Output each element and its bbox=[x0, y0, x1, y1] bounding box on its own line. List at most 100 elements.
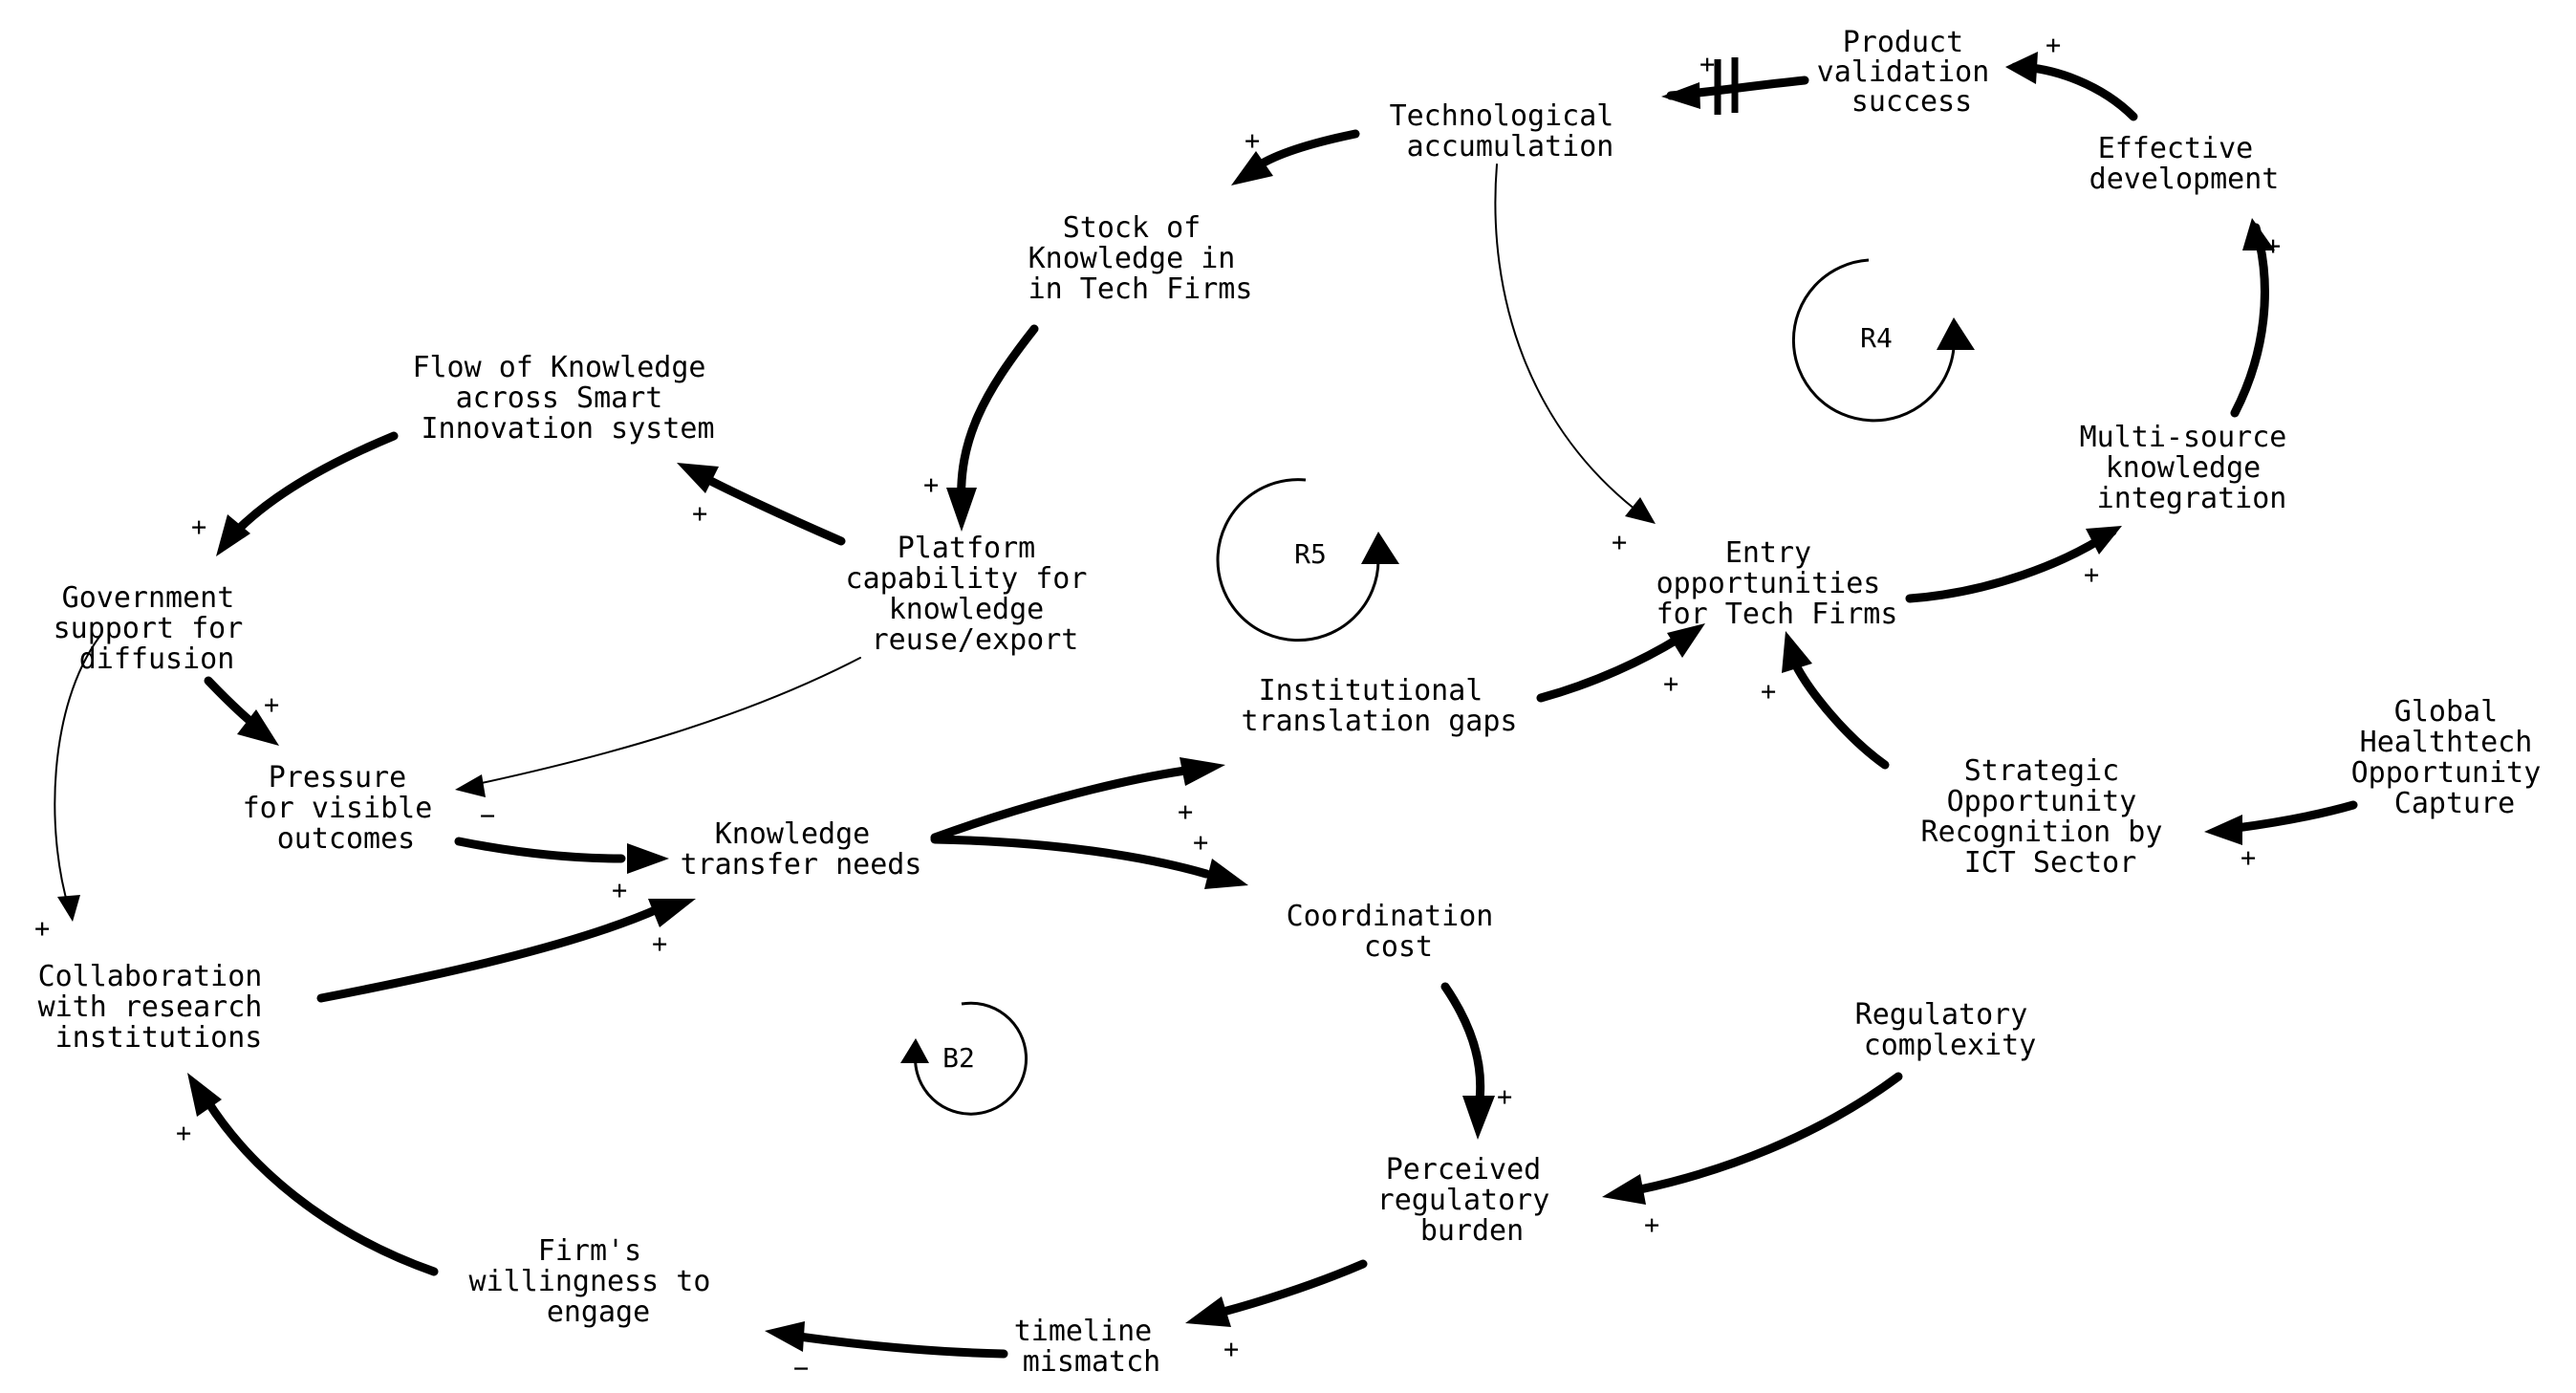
arrowhead bbox=[677, 463, 719, 493]
node-technological-accumulation: Technological accumulation bbox=[1390, 99, 1632, 163]
link-strategic-opportunity-to-entry-opportunities bbox=[1788, 655, 1890, 770]
arrowhead bbox=[1625, 497, 1656, 524]
node-knowledge-transfer-needs: Knowledge transfer needs bbox=[681, 817, 922, 882]
arrowhead bbox=[648, 899, 696, 927]
polarity-sign: + bbox=[176, 1119, 191, 1148]
arrowhead bbox=[2242, 218, 2275, 250]
link-regulatory-complexity-to-perceived-burden bbox=[1635, 1072, 1903, 1194]
arrowhead bbox=[946, 488, 977, 532]
arrowhead bbox=[1180, 757, 1225, 786]
node-effective-development: Effective development bbox=[2089, 132, 2280, 196]
arrowhead bbox=[1782, 631, 1812, 673]
loop-label-r5: R5 bbox=[1294, 538, 1327, 570]
link-platform-capability-to-pressure bbox=[467, 657, 861, 787]
polarity-sign: − bbox=[793, 1354, 809, 1383]
link-pressure-to-knowledge-transfer bbox=[454, 837, 626, 863]
arrowhead bbox=[216, 514, 250, 556]
loop-label-b2: B2 bbox=[942, 1042, 975, 1074]
loop-label-r4: R4 bbox=[1860, 322, 1893, 354]
polarity-sign: + bbox=[923, 470, 939, 500]
arrowhead bbox=[187, 1073, 222, 1117]
polarity-sign: + bbox=[34, 914, 50, 944]
link-perceived-burden-to-timeline-mismatch bbox=[1219, 1259, 1368, 1317]
link-global-healthtech-to-strategic-opportunity bbox=[2232, 800, 2358, 833]
polarity-sign: + bbox=[1699, 50, 1715, 79]
node-perceived-regulatory-burden: Perceived regulatory burden bbox=[1377, 1153, 1568, 1248]
arrowhead bbox=[1462, 1096, 1495, 1140]
node-institutional-translation-gaps: Institutional translation gaps bbox=[1242, 674, 1518, 738]
polarity-sign: + bbox=[2046, 31, 2061, 60]
polarity-sign: + bbox=[1761, 677, 1776, 707]
node-stock-of-knowledge: Stock of Knowledge in in Tech Firms bbox=[1028, 211, 1253, 306]
link-institutional-gaps-to-entry-opportunities bbox=[1536, 634, 1683, 703]
arrowhead bbox=[57, 895, 80, 922]
polarity-sign: + bbox=[1245, 126, 1260, 156]
polarity-sign: + bbox=[692, 499, 707, 529]
arrowhead bbox=[2204, 815, 2242, 845]
arrowhead bbox=[1667, 623, 1705, 658]
node-timeline-mismatch: timeline mismatch bbox=[1014, 1315, 1170, 1379]
polarity-signs: + + + + + + + + − + + + + + + + + + + + … bbox=[34, 31, 2281, 1383]
arrowhead bbox=[627, 843, 669, 874]
link-flow-of-knowledge-to-government-support bbox=[221, 431, 399, 548]
polarity-sign: + bbox=[191, 512, 206, 542]
link-knowledge-transfer-to-coordination-cost bbox=[930, 835, 1211, 879]
polarity-sign: + bbox=[264, 690, 279, 720]
node-platform-capability: Platform capability for knowledge reuse/… bbox=[846, 532, 1105, 657]
loop-arrowhead bbox=[1937, 317, 1975, 350]
node-collaboration-with-research-institutions: Collaboration with research institutions bbox=[38, 960, 280, 1055]
loop-arrowhead bbox=[900, 1038, 929, 1063]
arrowhead bbox=[1661, 82, 1700, 109]
loop-arrowhead bbox=[1361, 532, 1399, 564]
loop-b2: B2 bbox=[900, 1001, 1028, 1116]
polarity-sign: + bbox=[612, 876, 627, 905]
link-multi-source-to-effective-development bbox=[2230, 223, 2269, 418]
link-technological-accumulation-to-stock-of-knowledge bbox=[1247, 129, 1360, 175]
node-pressure-for-visible-outcomes: Pressure for visible outcomes bbox=[243, 761, 450, 856]
node-entry-opportunities: Entry opportunities for Tech Firms bbox=[1656, 536, 1898, 631]
arrowhead bbox=[2005, 52, 2038, 84]
arrowhead bbox=[1231, 151, 1273, 185]
loop-ring bbox=[1791, 258, 1956, 423]
polarity-sign: + bbox=[1644, 1210, 1659, 1240]
loop-r5: R5 bbox=[1216, 478, 1399, 642]
node-multi-source-knowledge-integration: Multi-source knowledge integration bbox=[2080, 421, 2305, 515]
arrowhead bbox=[765, 1321, 805, 1352]
node-flow-of-knowledge: Flow of Knowledge across Smart Innovatio… bbox=[412, 351, 723, 446]
link-willingness-to-collaboration bbox=[202, 1095, 439, 1276]
arrowhead bbox=[2086, 526, 2122, 555]
loop-ring bbox=[914, 1001, 1028, 1116]
polarity-sign: + bbox=[1497, 1082, 1512, 1112]
node-strategic-opportunity-recognition: Strategic Opportunity Recognition by ICT… bbox=[1921, 754, 2180, 880]
arrowhead bbox=[237, 709, 279, 746]
loop-r4: R4 bbox=[1791, 258, 1975, 423]
node-regulatory-complexity: Regulatory complexity bbox=[1855, 998, 2046, 1062]
link-technological-accumulation-to-entry-opportunities bbox=[1494, 163, 1645, 517]
loop-ring bbox=[1216, 478, 1380, 642]
node-coordination-cost: Coordination cost bbox=[1287, 900, 1511, 964]
arrowhead bbox=[1204, 859, 1248, 889]
node-product-validation-success: Product validation success bbox=[1817, 26, 2007, 119]
link-platform-capability-to-flow-of-knowledge bbox=[693, 469, 846, 546]
node-government-support: Government support for diffusion bbox=[54, 581, 261, 676]
polarity-sign: + bbox=[652, 929, 667, 959]
link-timeline-mismatch-to-willingness bbox=[794, 1332, 1008, 1359]
link-stock-of-knowledge-to-platform-capability bbox=[957, 324, 1039, 511]
polarity-sign: + bbox=[1612, 528, 1627, 557]
polarity-sign: + bbox=[1193, 828, 1208, 858]
polarity-sign: + bbox=[2084, 560, 2099, 590]
link-coordination-cost-to-perceived-burden bbox=[1440, 982, 1485, 1104]
polarity-sign: + bbox=[1178, 797, 1193, 827]
polarity-sign: + bbox=[1663, 669, 1678, 699]
polarity-sign: + bbox=[1223, 1335, 1239, 1364]
arrowhead bbox=[1185, 1296, 1231, 1327]
polarity-sign: + bbox=[2240, 843, 2256, 873]
arrowhead bbox=[1602, 1174, 1646, 1205]
causal-links bbox=[54, 52, 2358, 1359]
link-government-support-to-collaboration bbox=[54, 636, 100, 909]
node-global-healthtech-opportunity-capture: Global Healthtech Opportunity Capture bbox=[2351, 695, 2559, 820]
arrowhead bbox=[455, 774, 486, 797]
variable-nodes: Product validation success Technological… bbox=[38, 26, 2559, 1379]
polarity-sign: + bbox=[2265, 231, 2281, 261]
